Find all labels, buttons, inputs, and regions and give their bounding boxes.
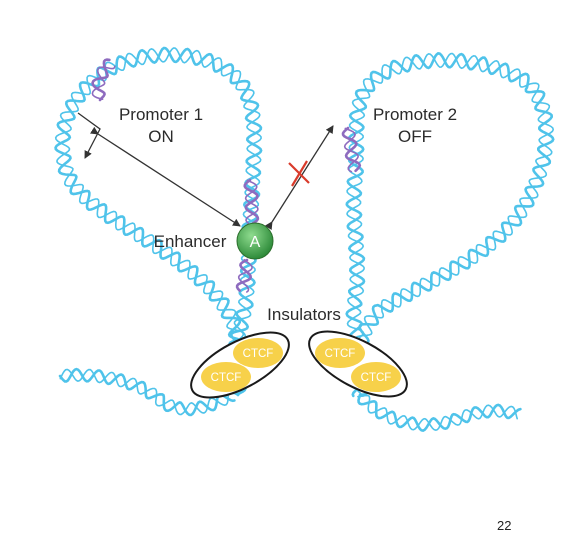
- ctcf-label: CTCF: [243, 348, 274, 360]
- promoter1-tss-arrow: [77, 112, 101, 159]
- enhancer-promoter2-arrow: [264, 125, 334, 231]
- enhancer-region-lower: [237, 258, 253, 293]
- insulator-right: CTCF CTCF: [308, 330, 408, 398]
- dna-strand-right-tail: [357, 394, 518, 432]
- dna-strand-left-loop: [54, 47, 262, 395]
- page-number: 22: [497, 518, 512, 533]
- promoter2-region: [343, 127, 359, 173]
- dna-strand-left-tail: [58, 367, 236, 417]
- enhancer-label: Enhancer: [154, 232, 227, 251]
- insulator-left: CTCF CTCF: [190, 331, 290, 399]
- activator-circle-icon: A: [236, 222, 274, 260]
- ctcf-label: CTCF: [361, 372, 392, 384]
- enhancer-region-upper: [243, 178, 260, 225]
- regulatory-regions: [91, 58, 362, 293]
- promoter2-region: [341, 126, 362, 173]
- promoter2-state: OFF: [398, 127, 432, 146]
- dna-strand-right-loop: [345, 52, 555, 398]
- promoter2-label: Promoter 2: [373, 105, 457, 124]
- promoter1-label: Promoter 1: [119, 105, 203, 124]
- ctcf-label: CTCF: [325, 348, 356, 360]
- insulators-label: Insulators: [267, 305, 341, 324]
- enhancer-promoter1-arrow: [89, 126, 241, 227]
- enhancer-region-upper: [244, 179, 259, 225]
- red-x-icon: [288, 160, 310, 187]
- dna-strand-right-loop: [346, 52, 555, 397]
- promoter1-region: [91, 65, 116, 100]
- dna-strand-left-tail: [59, 368, 230, 416]
- ctcf-protein: [233, 338, 283, 368]
- dna-strand-right-tail: [357, 393, 522, 432]
- activator-label: A: [250, 234, 261, 251]
- ctcf-protein: [201, 362, 251, 392]
- ctcf-protein: [351, 362, 401, 392]
- promoter1-state: ON: [148, 127, 174, 146]
- ctcf-protein: [315, 338, 365, 368]
- interaction-arrows: [77, 112, 334, 231]
- enhancer-region-lower: [235, 258, 253, 292]
- promoter1-region: [91, 58, 111, 102]
- ctcf-label: CTCF: [211, 372, 242, 384]
